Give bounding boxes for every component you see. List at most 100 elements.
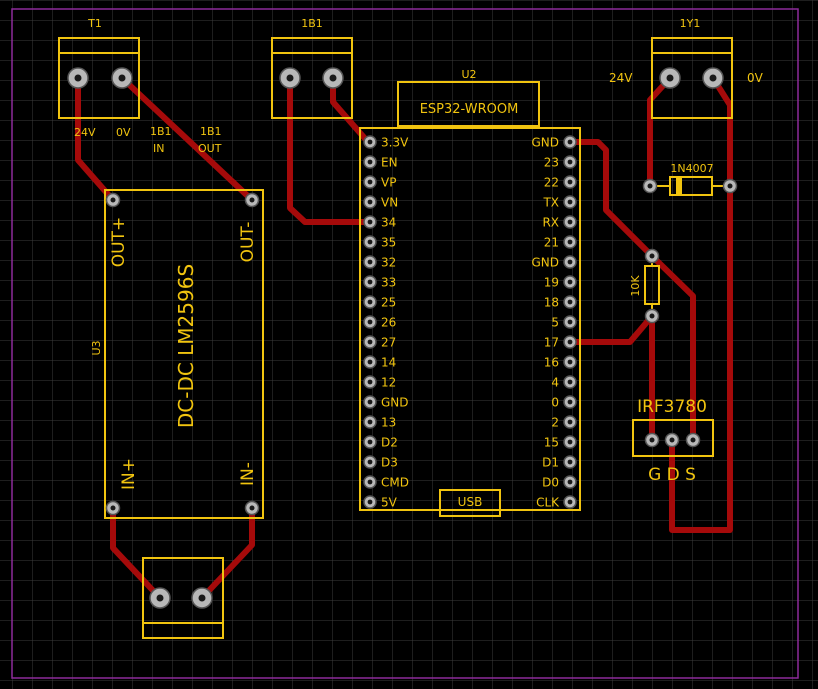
connector-input[interactable] [142,557,224,639]
1b1-out-label-top: 1B1 [200,125,222,138]
pad-u3-in-plus[interactable] [105,500,121,516]
u2-left-pad[interactable] [363,155,377,169]
u2-left-pin-label: 27 [381,336,396,350]
pad-input-2[interactable] [191,587,213,609]
u2-right-pad[interactable] [563,155,577,169]
u2-right-pad[interactable] [563,315,577,329]
u2-right-pad[interactable] [563,455,577,469]
module-u3-dcdc[interactable]: U3 DC-DC LM2596S OUT+ OUT- IN+ IN- [90,189,264,519]
pad-mosfet-g[interactable] [644,432,660,448]
u2-right-pad[interactable] [563,415,577,429]
u2-right-pad[interactable] [563,335,577,349]
u2-right-pin-label: GND [531,136,559,150]
u2-right-pin-label: 23 [544,156,559,170]
u2-left-pad[interactable] [363,195,377,209]
u2-left-pad[interactable] [363,215,377,229]
pad-u3-in-minus[interactable] [244,500,260,516]
u2-right-pad[interactable] [563,255,577,269]
u2-part-name: ESP32-WROOM [420,102,519,117]
diode-1n4007[interactable]: 1N4007 [650,162,730,196]
u2-left-pad[interactable] [363,175,377,189]
trace-resistor-to-mosfet-source [649,253,696,443]
trace-in-minus-to-connector [199,505,255,601]
u2-pads [363,135,577,509]
connector-1b1[interactable]: 1B1 [271,17,353,119]
u2-left-pin-label: 33 [381,276,396,290]
u2-right-pin-label: 4 [551,376,559,390]
u2-left-pin-label: D3 [381,456,398,470]
mosfet-pins-label: G D S [648,465,696,485]
u2-right-pin-label: 15 [544,436,559,450]
pad-mosfet-s[interactable] [685,432,701,448]
u2-right-pad[interactable] [563,235,577,249]
u2-left-pad[interactable] [363,475,377,489]
module-u2-esp32[interactable]: U2 ESP32-WROOM USB 3.3VENVPVN34353233252… [359,68,581,517]
u2-right-pin-label: D1 [542,456,559,470]
u2-left-pad[interactable] [363,235,377,249]
pad-resistor-1[interactable] [644,248,660,264]
u2-right-pad[interactable] [563,275,577,289]
u2-right-pad[interactable] [563,215,577,229]
trace-17-to-resistor [567,313,655,345]
trace-gnd-to-resistor [567,139,655,259]
u2-left-pin-label: 13 [381,416,396,430]
mosfet-irf3780[interactable]: IRF3780 G D S [632,397,714,485]
u2-left-pad[interactable] [363,255,377,269]
u2-right-pad[interactable] [563,475,577,489]
u2-right-pin-label: RX [542,216,559,230]
u2-right-pad[interactable] [563,495,577,509]
u2-left-pad[interactable] [363,315,377,329]
t1-designator: T1 [87,17,102,30]
pad-diode-k[interactable] [722,178,738,194]
usb-outline [439,489,501,517]
u2-right-pad[interactable] [563,195,577,209]
u2-left-pad[interactable] [363,375,377,389]
u2-right-pad[interactable] [563,435,577,449]
board-outline [11,8,799,679]
u2-left-pad[interactable] [363,275,377,289]
u2-left-pin-label: 25 [381,296,396,310]
u2-right-pad[interactable] [563,295,577,309]
u3-out-plus-label: OUT+ [109,217,129,267]
pad-1b1-2[interactable] [322,67,344,89]
u2-left-pad[interactable] [363,135,377,149]
pad-t1-0v[interactable] [111,67,133,89]
u3-designator: U3 [90,340,103,355]
u2-left-pad[interactable] [363,355,377,369]
u2-left-pad[interactable] [363,335,377,349]
u2-left-pad[interactable] [363,435,377,449]
pad-diode-a[interactable] [642,178,658,194]
u2-right-pad[interactable] [563,175,577,189]
1b1-out-label-bottom: OUT [198,142,222,155]
pad-t1-24v[interactable] [67,67,89,89]
u2-right-pad[interactable] [563,395,577,409]
pad-1b1-1[interactable] [279,67,301,89]
pad-resistor-2[interactable] [644,308,660,324]
pad-u3-out-minus[interactable] [244,192,260,208]
u2-left-pad[interactable] [363,495,377,509]
u2-right-pin-label: 22 [544,176,559,190]
u2-left-pad[interactable] [363,455,377,469]
connector-1y1[interactable]: 1Y1 24V 0V [609,17,764,119]
u2-left-pin-label: 34 [381,216,396,230]
u2-right-pad[interactable] [563,135,577,149]
pad-mosfet-d[interactable] [664,432,680,448]
pad-u3-out-plus[interactable] [105,192,121,208]
connector-t1[interactable]: T1 24V 0V [58,17,140,139]
u2-right-pad[interactable] [563,355,577,369]
pad-1y1-0v[interactable] [702,67,724,89]
pad-1y1-24v[interactable] [659,67,681,89]
u2-right-pin-label: 5 [551,316,559,330]
u2-left-pad[interactable] [363,295,377,309]
trace-t1-0v-to-out-minus [119,75,255,203]
u2-left-pad[interactable] [363,415,377,429]
1b1-designator: 1B1 [301,17,323,30]
u2-right-pad[interactable] [563,375,577,389]
u2-left-pin-label: 3.3V [381,136,409,150]
pad-input-1[interactable] [149,587,171,609]
mosfet-part: IRF3780 [637,397,707,417]
u2-left-pad[interactable] [363,395,377,409]
u2-left-pin-label: 32 [381,256,396,270]
